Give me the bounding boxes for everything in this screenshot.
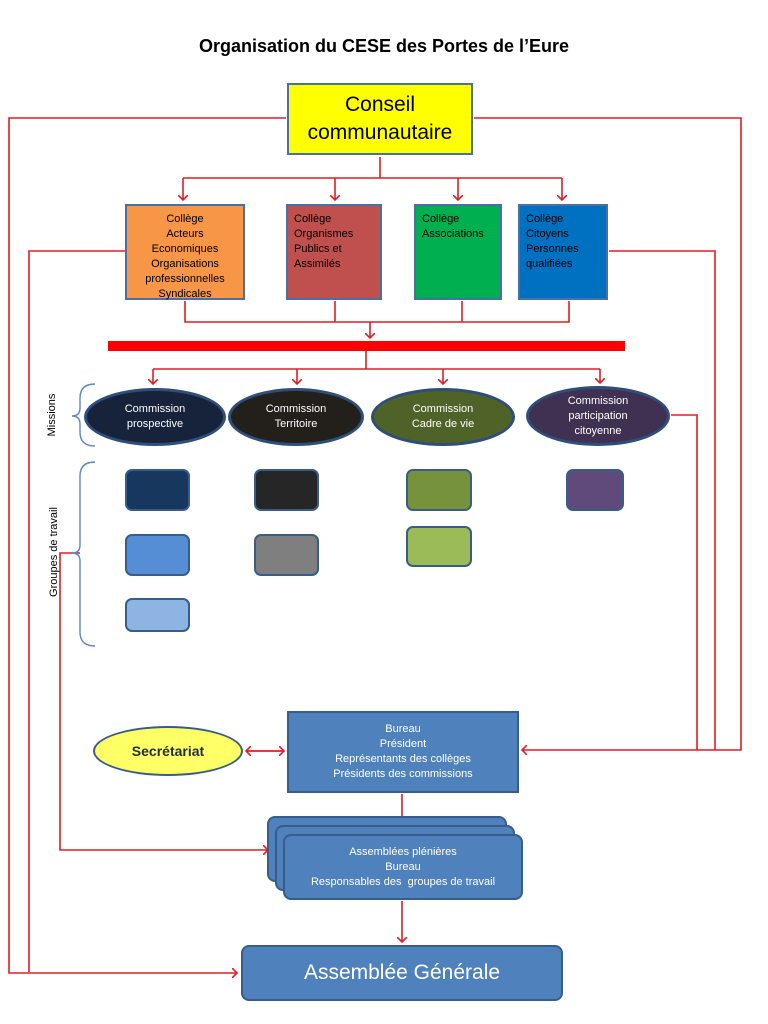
commission-line: Territoire xyxy=(274,418,318,430)
commission-territoire[interactable]: Commission Territoire xyxy=(228,388,364,446)
groupe-travail-box[interactable] xyxy=(125,469,190,511)
college-line: professionnelles xyxy=(145,273,225,285)
commission-line: Commission xyxy=(124,403,186,415)
bureau-line: Représentants des collèges xyxy=(335,753,471,765)
assemblees-plenieres-box[interactable]: Assemblées plénières Bureau Responsables… xyxy=(283,834,523,900)
commission-line: Commission xyxy=(265,403,327,415)
commission-line: prospective xyxy=(126,418,184,430)
groupe-travail-box[interactable] xyxy=(254,469,319,511)
college-line: Collège xyxy=(526,213,564,225)
college-line: Collège xyxy=(422,213,460,225)
groupe-travail-box[interactable] xyxy=(566,469,624,511)
commission-line: Commission xyxy=(567,394,629,407)
college-line: qualifiées xyxy=(526,258,573,270)
conseil-line: communautaire xyxy=(307,121,453,144)
college-line: Economiques xyxy=(151,243,219,255)
college-line: Assimilés xyxy=(294,258,341,270)
college-line: Citoyens xyxy=(526,228,569,240)
bureau-line: Bureau xyxy=(385,723,421,735)
groupe-travail-box[interactable] xyxy=(254,534,319,576)
college-line: Collège xyxy=(166,213,204,225)
commission-line: Commission xyxy=(412,403,474,415)
groupe-travail-box[interactable] xyxy=(406,469,472,511)
college-citoyens[interactable]: Collège Citoyens Personnes qualifiées xyxy=(518,204,608,300)
college-acteurs-economiques[interactable]: Collège Acteurs Economiques Organisation… xyxy=(125,204,245,300)
college-line: Personnes xyxy=(526,243,579,255)
pleniere-line: Assemblées plénières xyxy=(349,845,457,858)
secretariat-ellipse[interactable]: Secrétariat xyxy=(93,726,243,776)
groupe-travail-box[interactable] xyxy=(406,526,472,567)
pleniere-line: Responsables des groupes de travail xyxy=(310,875,496,888)
college-line: Organismes xyxy=(294,228,354,240)
conseil-line: Conseil xyxy=(344,93,416,116)
bureau-box[interactable]: Bureau Président Représentants des collè… xyxy=(287,711,519,793)
college-line: Organisations xyxy=(151,258,219,270)
commission-prospective[interactable]: Commission prospective xyxy=(84,388,226,446)
college-line: Acteurs xyxy=(166,228,204,240)
college-associations[interactable]: Collège Associations xyxy=(414,204,502,300)
bureau-line: Président xyxy=(379,738,427,750)
college-line: Syndicales xyxy=(158,288,212,300)
bureau-line: Présidents des commissions xyxy=(333,768,473,780)
groupe-travail-box[interactable] xyxy=(125,534,190,576)
page-title: Organisation du CESE des Portes de l’Eur… xyxy=(198,36,570,56)
commission-line: participation xyxy=(568,409,628,422)
conseil-communautaire-box[interactable]: Conseil communautaire xyxy=(287,83,473,155)
commission-participation-citoyenne[interactable]: Commission participation citoyenne xyxy=(526,386,670,446)
college-line: Publics et xyxy=(294,243,342,255)
college-line: Collège xyxy=(294,213,332,225)
assemblee-generale-box[interactable]: Assemblée Générale xyxy=(241,945,563,1001)
commission-line: Cadre de vie xyxy=(411,418,475,430)
pleniere-line: Bureau xyxy=(385,860,421,873)
red-divider-bar xyxy=(108,341,625,351)
commission-cadre-de-vie[interactable]: Commission Cadre de vie xyxy=(371,388,515,446)
groupe-travail-box[interactable] xyxy=(125,598,190,632)
college-line: Associations xyxy=(422,228,484,240)
groupes-de-travail-label: Groupes de travail xyxy=(48,507,60,597)
commission-line: citoyenne xyxy=(574,424,622,437)
college-organismes-publics[interactable]: Collège Organismes Publics et Assimilés xyxy=(286,204,382,300)
missions-label: Missions xyxy=(46,393,58,437)
